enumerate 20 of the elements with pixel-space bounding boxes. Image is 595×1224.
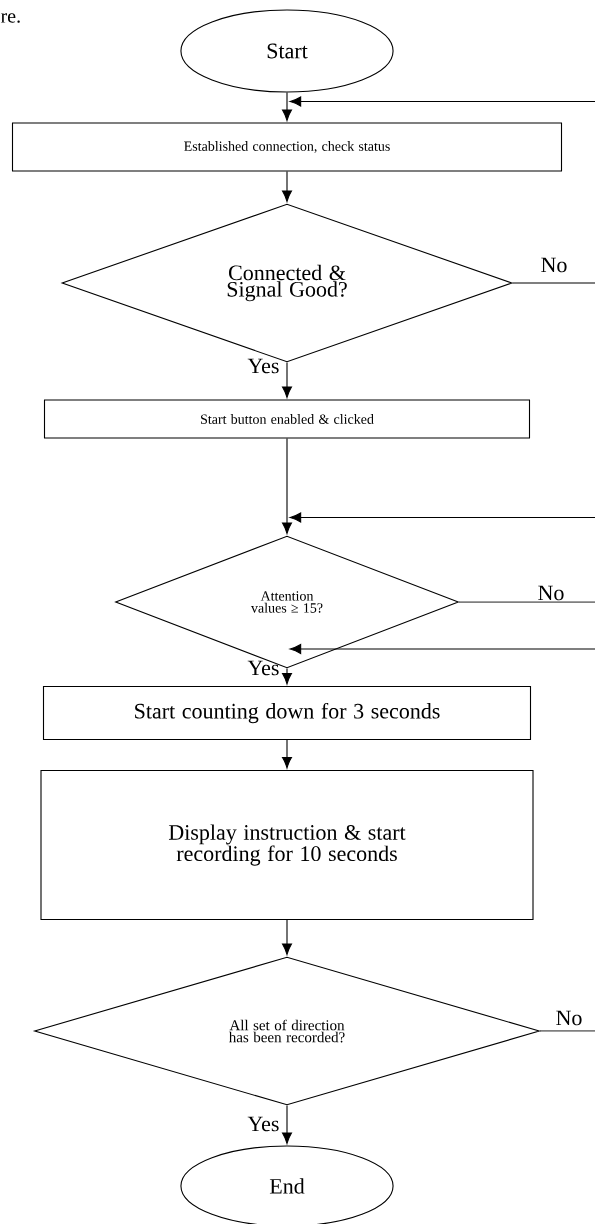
arrow <box>281 668 293 685</box>
arrow <box>289 96 595 107</box>
arrow <box>281 919 293 955</box>
arrow <box>281 92 293 121</box>
arrow <box>281 739 293 769</box>
edge-label: No <box>538 585 564 601</box>
arrow <box>281 171 293 202</box>
arrow <box>289 643 595 654</box>
text: re. <box>0 13 20 23</box>
arrow <box>281 362 293 398</box>
process-box: Established connection, check status <box>11 122 563 172</box>
arrow <box>289 512 595 523</box>
edge-label: No <box>541 257 567 273</box>
process-box: Start button enabled & clicked <box>43 399 531 439</box>
edge-label: Yes <box>247 1116 279 1132</box>
arrow <box>281 438 293 534</box>
process-box: Display instruction & start recording for 10 seconds <box>40 769 534 921</box>
arrow <box>281 1105 293 1144</box>
edge-label: No <box>556 1010 582 1026</box>
process-box: Start counting down for 3 seconds <box>42 685 532 741</box>
